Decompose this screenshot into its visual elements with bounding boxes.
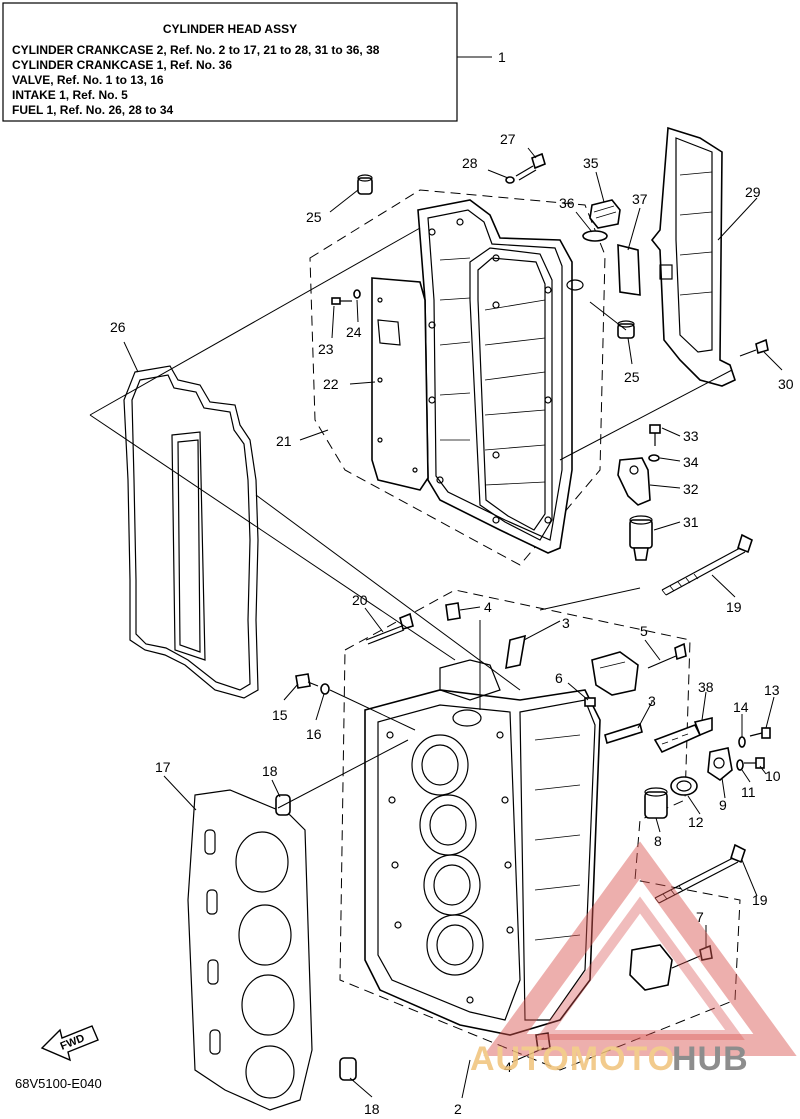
pin-6 [584,697,596,707]
seal-12 [670,776,698,796]
screw-23 [331,297,352,305]
plug-4-top [445,602,461,621]
washer-34 [648,454,660,462]
callout-24: 24 [346,324,362,340]
callout-4-top: 4 [484,599,492,615]
head-cover-dashed-outline [309,189,606,566]
callout-25-left: 25 [306,209,322,225]
callout-18-upper: 18 [262,763,278,779]
bolt-19-lower [654,843,746,904]
watermark-text-auto: AUTOMOTO [470,1040,675,1078]
cap-35 [589,199,621,229]
callout-35: 35 [583,155,599,171]
washer-24 [353,289,361,299]
callout-19-lower: 19 [752,892,768,908]
callout-37: 37 [632,191,648,207]
callout-31: 31 [683,514,699,530]
bracket-32 [617,457,651,506]
callout-25-right: 25 [624,369,640,385]
dowel-3-top [505,634,527,670]
head-gasket-17 [187,789,313,1111]
callouts: 27 28 35 36 37 29 25 25 30 26 24 23 22 2… [110,131,794,1117]
callout-21: 21 [276,433,292,449]
head-cover-assembly [417,199,584,554]
callout-20: 20 [352,592,368,608]
title-line-2: CYLINDER CRANKCASE 1, Ref. No. 36 [12,58,232,72]
callout-27: 27 [500,131,516,147]
screw-13 [749,727,771,739]
callout-32: 32 [683,481,699,497]
title-line-5: FUEL 1, Ref. No. 26, 28 to 34 [12,103,173,117]
callout-13: 13 [764,682,780,698]
bracket-7 [629,944,713,991]
callout-34: 34 [683,454,699,470]
title-box-heading: CYLINDER HEAD ASSY [163,22,297,36]
washer-16 [320,683,330,695]
callout-11: 11 [741,784,756,800]
callout-19-upper: 19 [726,599,742,615]
callout-36: 36 [559,195,575,211]
callout-22: 22 [323,376,339,392]
callout-23: 23 [318,341,334,357]
washer-28 [505,176,515,184]
injector-38 [653,716,713,754]
dowel-18-lower [339,1057,357,1081]
callout-15: 15 [272,707,288,723]
callout-33: 33 [683,428,699,444]
title-box: CYLINDER HEAD ASSY CYLINDER CRANKCASE 2,… [2,2,506,122]
o-ring-36 [582,230,608,242]
callout-9: 9 [719,797,727,813]
callout-16: 16 [306,726,322,742]
callout-10: 10 [765,768,781,784]
callout-7: 7 [696,909,704,925]
bolt-19-upper [661,533,753,596]
bearing-cap [591,651,639,696]
cylinder-head-dashed-outline [339,589,741,1071]
sensor-31 [629,515,653,561]
callout-4-bottom: 4 [504,1059,512,1075]
cover-plate-22 [371,277,429,491]
bolt-33 [649,424,661,446]
washer-14 [738,736,746,748]
callout-5: 5 [640,623,648,639]
callout-8: 8 [654,833,662,849]
callout-38: 38 [698,679,714,695]
watermark-logo: AUTOMOTO HUB [470,841,797,1078]
leader-lines [89,147,783,1099]
gasket-26 [123,365,259,699]
fuel-rail-29 [650,126,736,387]
callout-1: 1 [498,49,506,65]
callout-28: 28 [462,155,478,171]
plug-4-bottom [535,1032,551,1051]
title-line-1: CYLINDER CRANKCASE 2, Ref. No. 2 to 17, … [12,43,380,57]
callout-2: 2 [454,1101,462,1117]
gasket-37 [617,243,641,296]
diagram-code: 68V5100-E040 [15,1076,102,1091]
watermark-text-hub: HUB [672,1040,749,1078]
callout-12: 12 [688,814,704,830]
callout-3-side: 3 [648,693,656,709]
title-line-4: INTAKE 1, Ref. No. 5 [12,88,128,102]
callout-6: 6 [555,670,563,686]
bolt-15 [295,673,319,689]
bolt-5 [647,642,687,669]
holder-9 [707,747,733,781]
washer-11 [736,759,744,771]
bolt-27 [515,152,546,181]
callout-30: 30 [778,376,794,392]
dowel-3-side [604,722,643,745]
callout-26: 26 [110,319,126,335]
callout-3-top: 3 [562,615,570,631]
grommet-25-left [357,174,373,195]
callout-14: 14 [733,699,749,715]
fwd-arrow: FWD [40,1025,99,1062]
callout-29: 29 [745,184,761,200]
title-line-3: VALVE, Ref. No. 1 to 13, 16 [12,73,164,87]
callout-17: 17 [155,759,171,775]
screw-10 [744,757,765,769]
sleeve-8 [644,787,668,819]
callout-18-lower: 18 [364,1101,380,1117]
bolt-30 [739,338,769,357]
